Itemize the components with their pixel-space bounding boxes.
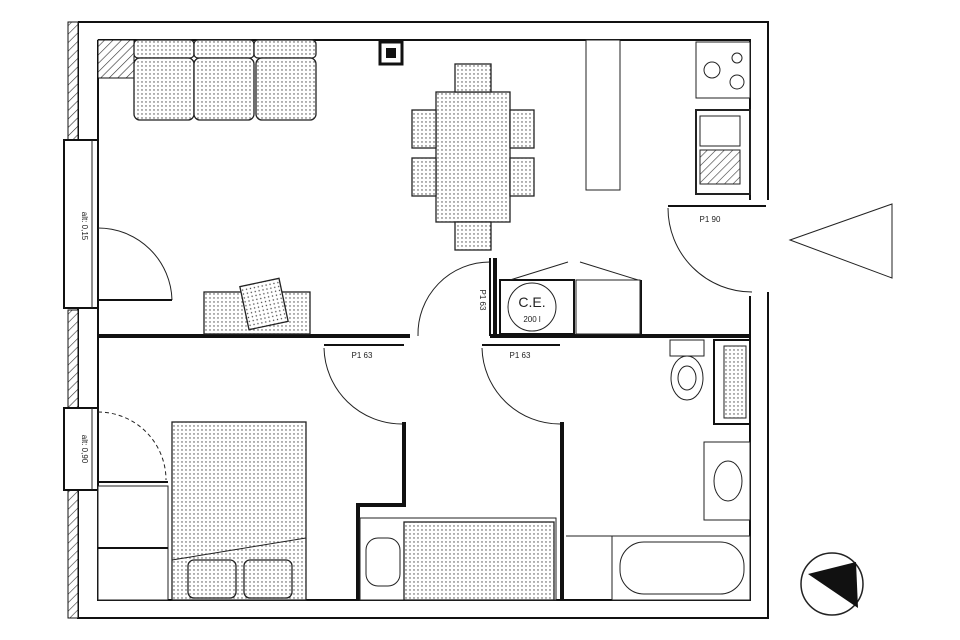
single-bed xyxy=(359,517,557,601)
desk xyxy=(203,277,311,335)
window-label: alt: 0,15 xyxy=(80,212,89,241)
door-bedroom-window[interactable] xyxy=(97,411,168,483)
washbasin xyxy=(703,441,751,521)
toilet xyxy=(669,339,705,401)
water-heater: C.E. 200 l xyxy=(499,261,641,335)
window-living: alt: 0,15 xyxy=(63,139,99,309)
water-heater-label: C.E. xyxy=(518,294,545,310)
sofa xyxy=(133,39,317,121)
door-label: P1 63 xyxy=(510,351,531,360)
door-bathroom[interactable]: P1 63 xyxy=(481,344,561,425)
door-label: P1 63 xyxy=(352,351,373,360)
door-label: P1 90 xyxy=(700,215,721,224)
door-living-window[interactable] xyxy=(97,227,173,301)
door-label: P1 63 xyxy=(478,290,487,311)
door-entrance[interactable]: P1 90 xyxy=(667,205,766,293)
bathtub xyxy=(566,535,751,601)
double-bed xyxy=(171,421,307,601)
window-bedroom: alt: 0,90 xyxy=(63,407,99,491)
column xyxy=(97,39,135,79)
kitchen xyxy=(695,41,751,195)
wardrobe xyxy=(97,485,169,601)
door-hall[interactable]: P1 63 xyxy=(417,258,491,337)
counter xyxy=(585,39,621,191)
water-heater-capacity: 200 l xyxy=(523,315,541,324)
door-bedroom1[interactable]: P1 63 xyxy=(323,344,404,425)
north-compass-icon xyxy=(800,552,864,616)
window-label: alt: 0,90 xyxy=(80,435,89,464)
dining-table xyxy=(411,63,535,251)
interior-walls xyxy=(98,258,750,600)
entrance-arrow-icon xyxy=(788,203,893,279)
